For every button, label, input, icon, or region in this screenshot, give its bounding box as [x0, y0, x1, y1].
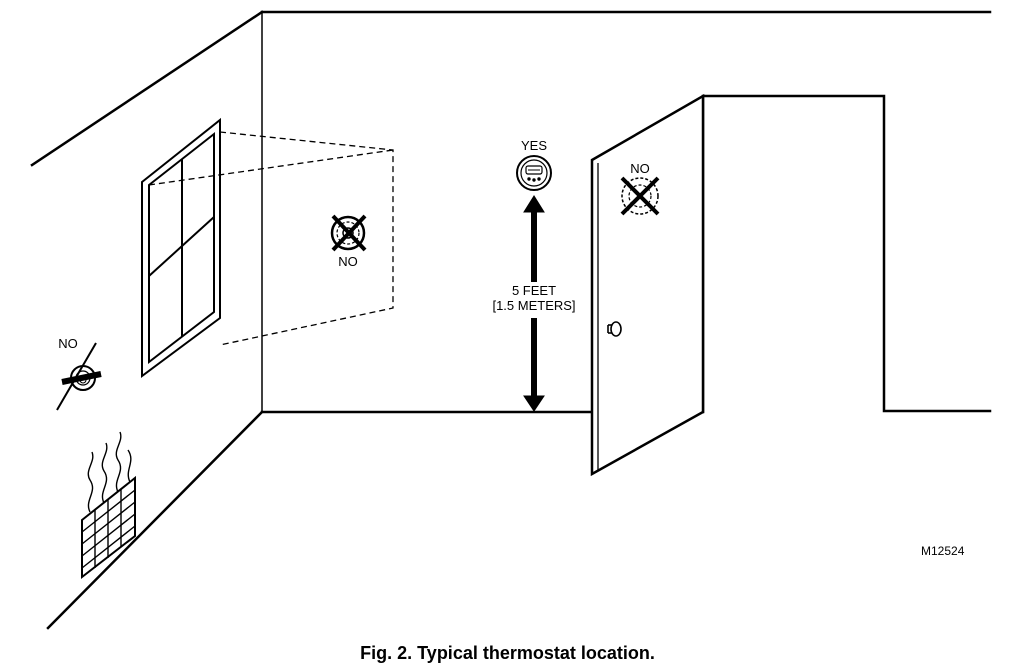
- thermostat-no-window: [330, 214, 367, 252]
- heat-radiator: [81, 431, 136, 580]
- window-mullion-horizontal: [148, 216, 215, 277]
- figure-caption: Fig. 2. Typical thermostat location.: [360, 643, 655, 663]
- window-inner-frame: [148, 131, 215, 365]
- label-distance-feet: 5 FEET: [511, 283, 557, 298]
- figure-code: M12524: [921, 544, 965, 558]
- arrow-head-up: [523, 195, 545, 213]
- window-outer-frame: [141, 117, 221, 378]
- door: [590, 93, 705, 477]
- window: [141, 117, 394, 378]
- label-no-door: NO: [630, 161, 650, 176]
- label-no-window: NO: [338, 254, 358, 269]
- arrow-shaft-upper: [531, 210, 537, 282]
- label-no-left: NO: [58, 336, 78, 351]
- floor-left-edge: [46, 410, 264, 630]
- door-panel: [590, 93, 705, 477]
- arrow-head-down: [523, 395, 545, 412]
- thermostat-no-left-wall: [56, 342, 102, 411]
- label-distance-meters: [1.5 METERS]: [492, 298, 576, 313]
- doorway-frame: [701, 94, 992, 414]
- label-yes: YES: [520, 138, 547, 153]
- room-walls: [30, 10, 992, 630]
- height-arrow: [523, 195, 545, 412]
- ceiling-left-edge: [30, 10, 264, 167]
- thermostat-yes: [516, 155, 552, 191]
- thermostat-no-door: [620, 176, 660, 216]
- arrow-shaft-lower: [531, 318, 537, 400]
- window-draft-zone: [148, 131, 394, 346]
- door-knob: [607, 321, 622, 337]
